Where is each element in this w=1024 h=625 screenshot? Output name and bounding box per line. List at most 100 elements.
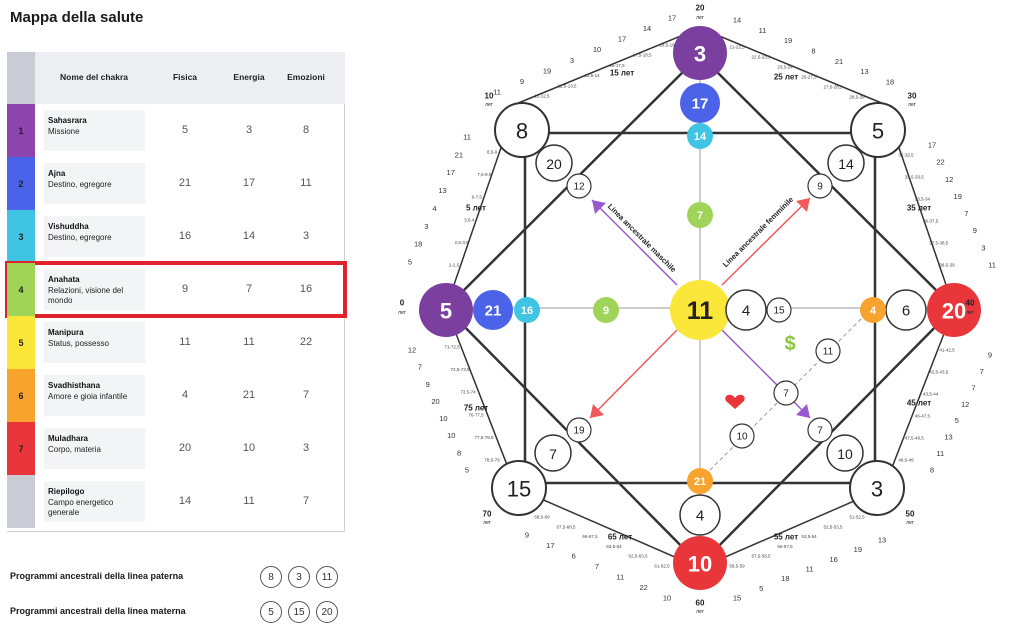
outer-number: 11: [463, 133, 471, 142]
header-emotions: Emozioni: [287, 72, 325, 82]
table-row: 7 Muladhara Corpo, materia 20 10 3: [7, 422, 345, 475]
chakra-description: Amore e gioia infantile: [48, 392, 128, 401]
energy-value: 21: [242, 389, 256, 401]
physical-value: 5: [181, 124, 189, 136]
age-range-label: 52,5-53,5: [823, 524, 843, 529]
age-label: лет: [398, 310, 407, 316]
maternal-value: 20: [316, 601, 338, 623]
emotions-value: 3: [302, 230, 310, 242]
mid-4-node-value: 4: [742, 303, 750, 320]
bottom-4-node-circle: [679, 494, 721, 536]
outer-number: 13: [878, 536, 886, 545]
top-cyan-node-value: 14: [694, 131, 707, 143]
paternal-value: 11: [316, 566, 338, 588]
outer-number: 5: [465, 466, 469, 475]
arrow-head: [590, 404, 604, 418]
dollar-icon: $: [784, 333, 795, 355]
chakra-name: Manipura: [48, 328, 84, 337]
chakra-name: Sahasrara: [48, 116, 87, 125]
age-range-label: 22,5-23,5: [751, 55, 771, 60]
age-range-label: 47,5-48,5: [905, 436, 925, 441]
outer-number: 13: [438, 186, 446, 195]
age-range-label: 13,5-14: [584, 73, 600, 78]
top-blue-node-circle: [680, 83, 720, 123]
outer-number: 9: [973, 226, 977, 235]
age-range-label: 27,5-28,5: [823, 85, 843, 90]
age-range-label: 17,5-18,5: [632, 53, 652, 58]
top-green-node-value: 7: [697, 210, 703, 222]
outer-number: 10: [593, 45, 601, 54]
age-range-label: 51-52,5: [849, 515, 865, 520]
age-range-label: 72,5-73,5: [450, 367, 470, 372]
bottom-4-node-value: 4: [696, 508, 704, 525]
love-10-node-circle: [729, 423, 755, 449]
corner-tr-node-value: 5: [872, 119, 884, 144]
age-label: 40: [966, 299, 975, 308]
age-range-label: 26-27,5: [801, 75, 817, 80]
age-range-label: 66-67,5: [582, 534, 598, 539]
age-range-label: 58,5-59: [729, 564, 745, 569]
corner-tl-small-node-value: 12: [573, 182, 585, 193]
age-range-label: 61-62,5: [654, 564, 670, 569]
heart-icon: [725, 394, 745, 409]
corner-bl-inner-node-circle: [534, 434, 572, 472]
corner-tl-inner-node-circle: [535, 144, 573, 182]
chakra-name-box: Muladhara Corpo, materia: [44, 428, 145, 469]
mid-4-node-circle: [725, 289, 767, 331]
outer-number: 20: [431, 397, 439, 406]
right-node-value: 20: [942, 299, 966, 324]
outer-number: 11: [616, 573, 624, 582]
emotions-value: 3: [302, 442, 310, 454]
age-range-label: 46-47,5: [915, 414, 931, 419]
outer-number: 11: [988, 261, 996, 270]
bottom-node-circle: [673, 536, 727, 590]
mid-15-node-circle: [766, 297, 792, 323]
age-range-label: 2,5-3,5: [455, 240, 470, 245]
age-label: 55 лет: [774, 533, 798, 542]
age-label: 35 лет: [907, 204, 931, 213]
corner-tl-inner-node-value: 20: [546, 156, 562, 172]
table-row: Riepilogo Campo energetico generale 14 1…: [7, 475, 345, 528]
page-title: Mappa della salute: [10, 9, 144, 26]
age-range-label: 12,5-13,5: [557, 83, 577, 88]
age-label: 20: [696, 4, 705, 13]
physical-value: 9: [181, 283, 189, 295]
outer-number: 10: [439, 414, 447, 423]
age-label: 60: [696, 599, 705, 608]
money-7-node-circle: [773, 380, 799, 406]
top-cyan-node-circle: [687, 123, 713, 149]
outer-number: 22: [639, 583, 647, 592]
outer-number: 18: [886, 78, 894, 87]
age-label: 5 лет: [466, 204, 486, 213]
age-label: 75 лет: [464, 404, 488, 413]
chakra-color-cell: 7: [7, 422, 35, 475]
top-blue-node-value: 17: [692, 96, 709, 113]
table-row: 6 Svadhisthana Amore e gioia infantile 4…: [7, 369, 345, 422]
center-node-circle: [670, 280, 730, 340]
outer-number: 5: [408, 258, 412, 267]
outer-number: 21: [455, 150, 463, 159]
outer-number: 12: [408, 346, 416, 355]
age-label: лет: [696, 609, 705, 615]
age-range-label: 48,5-49: [898, 458, 914, 463]
age-range-label: 63,5-64: [606, 544, 622, 549]
age-range-label: 32,5-33,5: [905, 175, 925, 180]
chakra-description: Status, possesso: [48, 339, 109, 348]
age-range-label: 57,5-58,5: [751, 554, 771, 559]
chakra-name: Riepilogo: [48, 487, 85, 496]
corner-bl-node-circle: [491, 460, 547, 516]
left-green-node-value: 9: [603, 305, 609, 317]
arrow-head: [592, 200, 606, 214]
age-range-label: 73,5-74: [460, 390, 476, 395]
energy-value: 14: [242, 230, 256, 242]
chakra-color-cell: 1: [7, 104, 35, 157]
chakra-color-cell: 2: [7, 157, 35, 210]
outer-number: 15: [733, 594, 741, 603]
age-label: 30: [908, 92, 917, 101]
outer-number: 11: [759, 26, 767, 35]
table-row-highlighted: 4 Anahata Relazioni, visione del mondo 9…: [5, 261, 347, 318]
age-label: 25 лет: [774, 73, 798, 82]
outer-number: 18: [414, 240, 422, 249]
